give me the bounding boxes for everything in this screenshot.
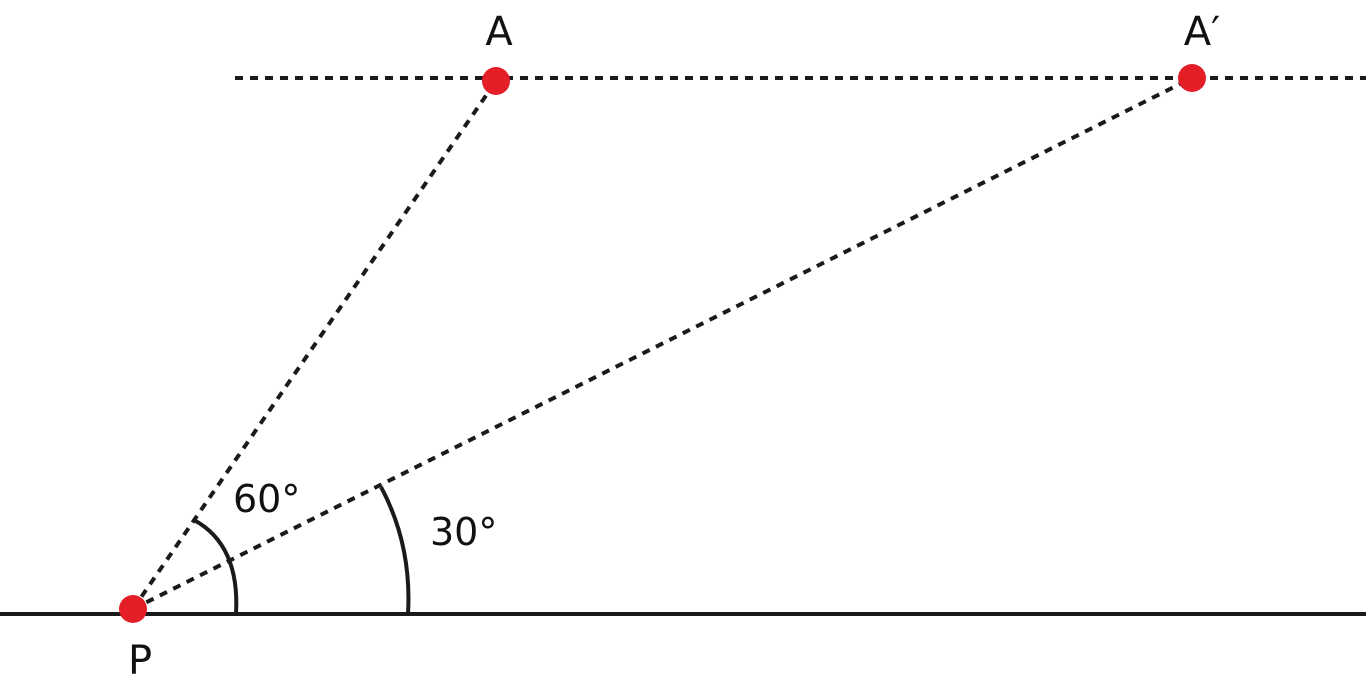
label-a: A bbox=[485, 9, 513, 55]
line-p-to-a-prime bbox=[132, 76, 1193, 611]
angle-label-60: 60° bbox=[233, 477, 300, 521]
point-p bbox=[119, 595, 147, 623]
angle-label-30: 30° bbox=[430, 510, 497, 554]
angle-arc-30 bbox=[379, 486, 411, 615]
point-a bbox=[482, 67, 510, 95]
label-a-prime: A′ bbox=[1184, 9, 1220, 55]
point-a-prime bbox=[1178, 64, 1206, 92]
angle-arc-60 bbox=[193, 518, 239, 615]
label-p: P bbox=[128, 638, 152, 684]
